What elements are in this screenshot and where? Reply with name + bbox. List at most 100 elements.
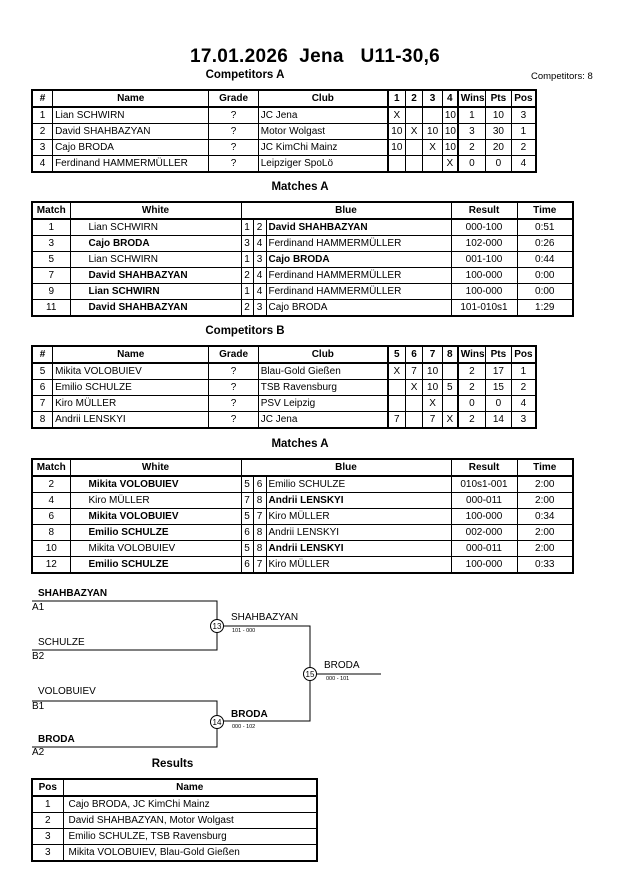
column-header: Time xyxy=(516,458,574,477)
result-name: Emilio SCHULZE, TSB Ravensburg xyxy=(62,828,318,845)
white-number: 7 xyxy=(240,492,254,509)
result-name: David SHAHBAZYAN, Motor Wolgast xyxy=(62,812,318,829)
column-header: Result xyxy=(450,458,518,477)
result-name: Cajo BRODA, JC KimChi Mainz xyxy=(62,795,318,813)
column-header: Time xyxy=(516,201,574,220)
table-cell: ? xyxy=(208,123,259,140)
table-cell: 10 xyxy=(422,123,443,140)
table-cell: X xyxy=(386,106,406,124)
match-number: 6 xyxy=(31,508,71,525)
table-cell: Motor Wolgast xyxy=(257,123,389,140)
blue-fighter: Andrii LENSKYI xyxy=(265,492,452,509)
blue-fighter: Cajo BRODA xyxy=(265,251,452,268)
table-cell: 7 xyxy=(31,395,54,412)
table-cell: ? xyxy=(208,362,259,380)
column-header: Blue xyxy=(240,201,452,220)
table-cell xyxy=(404,411,424,429)
white-number: 5 xyxy=(240,540,254,557)
match-number: 12 xyxy=(31,556,71,574)
match-time: 0:26 xyxy=(516,235,574,252)
match-time: 0:44 xyxy=(516,251,574,268)
bracket-semi1-top-name: SHAHBAZYAN xyxy=(38,588,108,599)
table-cell: ? xyxy=(208,411,259,429)
match-result: 100-000 xyxy=(450,556,518,574)
result-position: 3 xyxy=(31,844,64,862)
table-cell: 4 xyxy=(510,395,537,412)
bracket-semi2-bottom-name: BRODA xyxy=(38,734,75,745)
bracket-lines xyxy=(32,600,381,748)
column-header: White xyxy=(69,458,242,477)
blue-fighter: Andrii LENSKYI xyxy=(265,524,452,541)
table-cell: 1 xyxy=(31,106,54,124)
column-header: Grade xyxy=(208,89,259,108)
table-cell xyxy=(404,395,424,412)
table-cell: 3 xyxy=(456,123,487,140)
table-cell: ? xyxy=(208,395,259,412)
table-cell xyxy=(386,379,406,396)
blue-number: 3 xyxy=(252,251,267,268)
blue-number: 8 xyxy=(252,524,267,541)
table-cell: X xyxy=(441,155,459,173)
column-header: 2 xyxy=(404,89,424,108)
table-cell: X xyxy=(404,379,424,396)
column-header: 7 xyxy=(422,345,443,364)
match-result: 100-000 xyxy=(450,283,518,300)
column-header: Pts xyxy=(485,345,512,364)
table-cell: ? xyxy=(208,155,259,173)
blue-fighter: Emilio SCHULZE xyxy=(265,475,452,493)
match-time: 2:00 xyxy=(516,540,574,557)
table-cell xyxy=(386,155,406,173)
white-number: 2 xyxy=(240,267,254,284)
table-cell: Kiro MÜLLER xyxy=(52,395,210,412)
white-number: 1 xyxy=(240,283,254,300)
match-result: 000-011 xyxy=(450,540,518,557)
table-cell: Ferdinand HAMMERMÜLLER xyxy=(52,155,210,173)
table-cell: Lian SCHWIRN xyxy=(52,106,210,124)
blue-number: 7 xyxy=(252,556,267,574)
column-header: # xyxy=(31,345,54,364)
event-date: 17.01.2026 xyxy=(189,46,289,67)
blue-fighter: Ferdinand HAMMERMÜLLER xyxy=(265,283,452,300)
table-cell xyxy=(404,139,424,156)
table-cell: 10 xyxy=(441,139,459,156)
match-time: 2:00 xyxy=(516,524,574,541)
table-cell: 1 xyxy=(510,362,537,380)
blue-fighter: Andrii LENSKYI xyxy=(265,540,452,557)
table-cell: 3 xyxy=(510,411,537,429)
table-cell: 2 xyxy=(456,362,487,380)
bracket-final-match-number: 15 xyxy=(303,667,317,681)
column-header: Grade xyxy=(208,345,259,364)
column-header: Match xyxy=(31,201,71,220)
white-fighter: Kiro MÜLLER xyxy=(69,492,242,509)
match-number: 4 xyxy=(31,492,71,509)
match-result: 000-100 xyxy=(450,218,518,236)
match-number: 7 xyxy=(31,267,71,284)
table-cell: 7 xyxy=(422,411,443,429)
table-cell: Emilio SCHULZE xyxy=(52,379,210,396)
match-time: 0:00 xyxy=(516,283,574,300)
results-title: Results xyxy=(151,758,194,770)
match-number: 2 xyxy=(31,475,71,493)
match-result: 010s1-001 xyxy=(450,475,518,493)
white-fighter: Lian SCHWIRN xyxy=(69,283,242,300)
table-cell: 4 xyxy=(510,155,537,173)
table-cell: 6 xyxy=(31,379,54,396)
white-fighter: David SHAHBAZYAN xyxy=(69,299,242,317)
match-number: 9 xyxy=(31,283,71,300)
white-number: 1 xyxy=(240,251,254,268)
white-number: 5 xyxy=(240,475,254,493)
blue-fighter: Ferdinand HAMMERMÜLLER xyxy=(265,267,452,284)
column-header: 8 xyxy=(441,345,459,364)
bracket-semi1-score: 101 - 000 xyxy=(232,628,256,634)
